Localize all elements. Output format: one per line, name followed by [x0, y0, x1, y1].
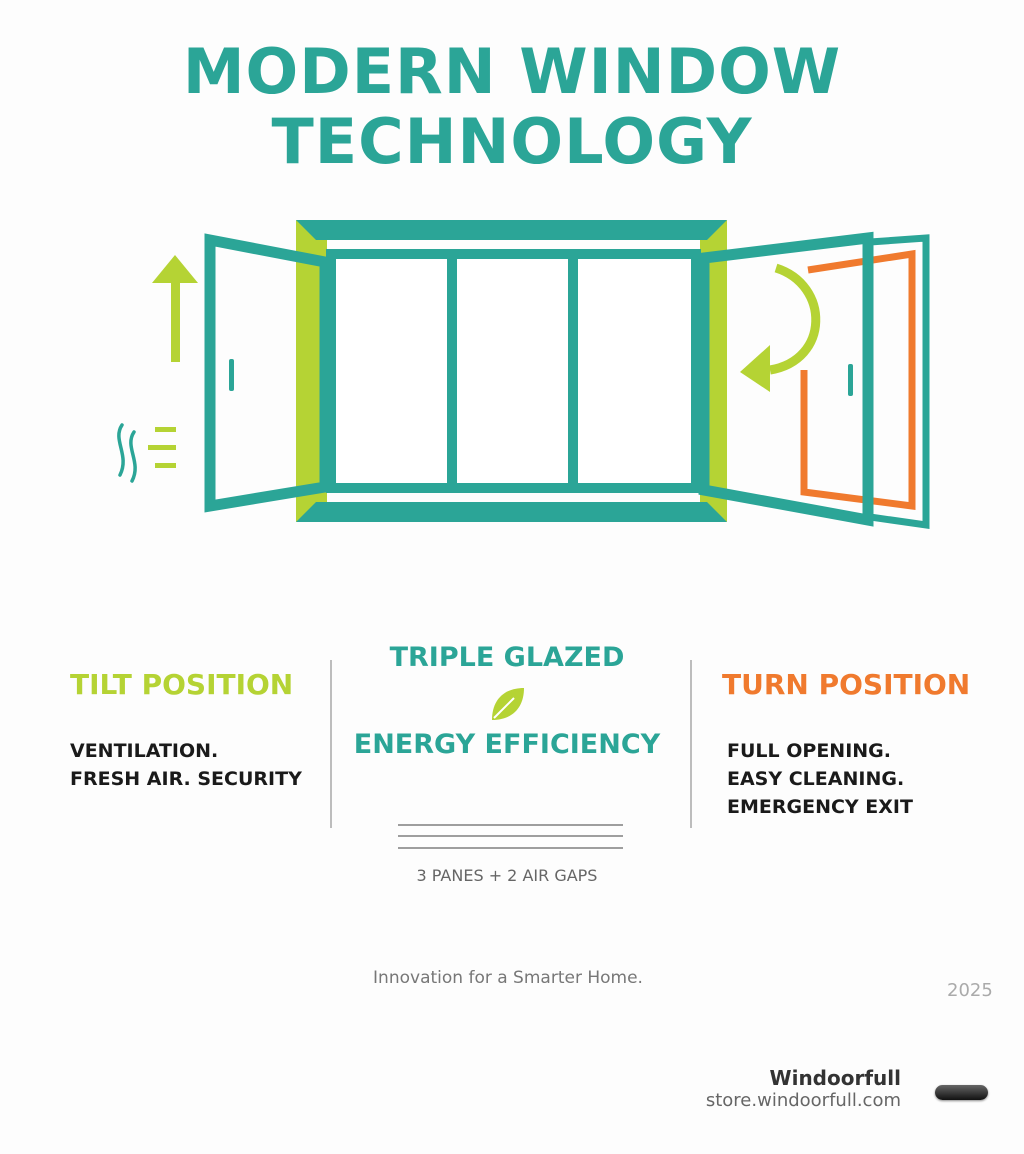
leaf-icon — [492, 688, 524, 720]
right-turn-sash-back — [866, 234, 930, 530]
turn-line: EASY CLEANING. — [727, 768, 905, 790]
turn-line: FULL OPENING. — [727, 740, 891, 762]
glass-pane-line — [398, 824, 623, 826]
airflow-icon — [117, 423, 137, 483]
airflow-lines-icon — [148, 427, 176, 468]
tilt-heading: TILT POSITION — [70, 668, 294, 701]
brand-name: Windoorfull — [769, 1066, 901, 1090]
tagline: Innovation for a Smarter Home. — [373, 968, 643, 988]
turn-line: EMERGENCY EXIT — [727, 796, 913, 818]
left-frame-strip — [296, 220, 327, 522]
brand-url[interactable]: store.windoorfull.com — [705, 1090, 901, 1111]
right-handle-icon — [848, 364, 853, 396]
title-line-2: TECHNOLOGY — [271, 105, 753, 178]
tilt-description: VENTILATION. FRESH AIR. SECURITY — [70, 737, 302, 793]
glass-pane-line — [398, 847, 623, 849]
energy-efficiency-heading: ENERGY EFFICIENCY — [353, 729, 661, 760]
left-handle-icon — [229, 359, 234, 391]
rotate-arrow-icon — [769, 263, 821, 375]
divider — [330, 660, 332, 828]
year: 2025 — [947, 980, 993, 1001]
right-turn-sash — [698, 231, 874, 527]
glass-pane-line — [398, 835, 623, 837]
turn-description: FULL OPENING. EASY CLEANING. EMERGENCY E… — [727, 737, 913, 821]
top-frame — [296, 220, 727, 240]
mullion — [568, 254, 578, 488]
center-sash — [326, 249, 701, 493]
up-arrow-icon — [171, 280, 180, 362]
glazing-caption: 3 PANES + 2 AIR GAPS — [416, 866, 598, 885]
left-tilt-sash — [204, 233, 331, 513]
divider — [690, 660, 692, 828]
triple-glazed-heading: TRIPLE GLAZED — [389, 642, 625, 673]
turn-frame-orange — [800, 249, 916, 510]
title-line-1: MODERN WINDOW — [182, 35, 842, 108]
tilt-line: VENTILATION. — [70, 740, 219, 762]
tilt-line: FRESH AIR. SECURITY — [70, 768, 302, 790]
mullion — [447, 254, 457, 488]
brand-logo-badge — [935, 1085, 988, 1100]
window-illustration — [117, 220, 930, 530]
turn-heading: TURN POSITION — [722, 668, 971, 701]
bottom-frame — [296, 502, 727, 522]
